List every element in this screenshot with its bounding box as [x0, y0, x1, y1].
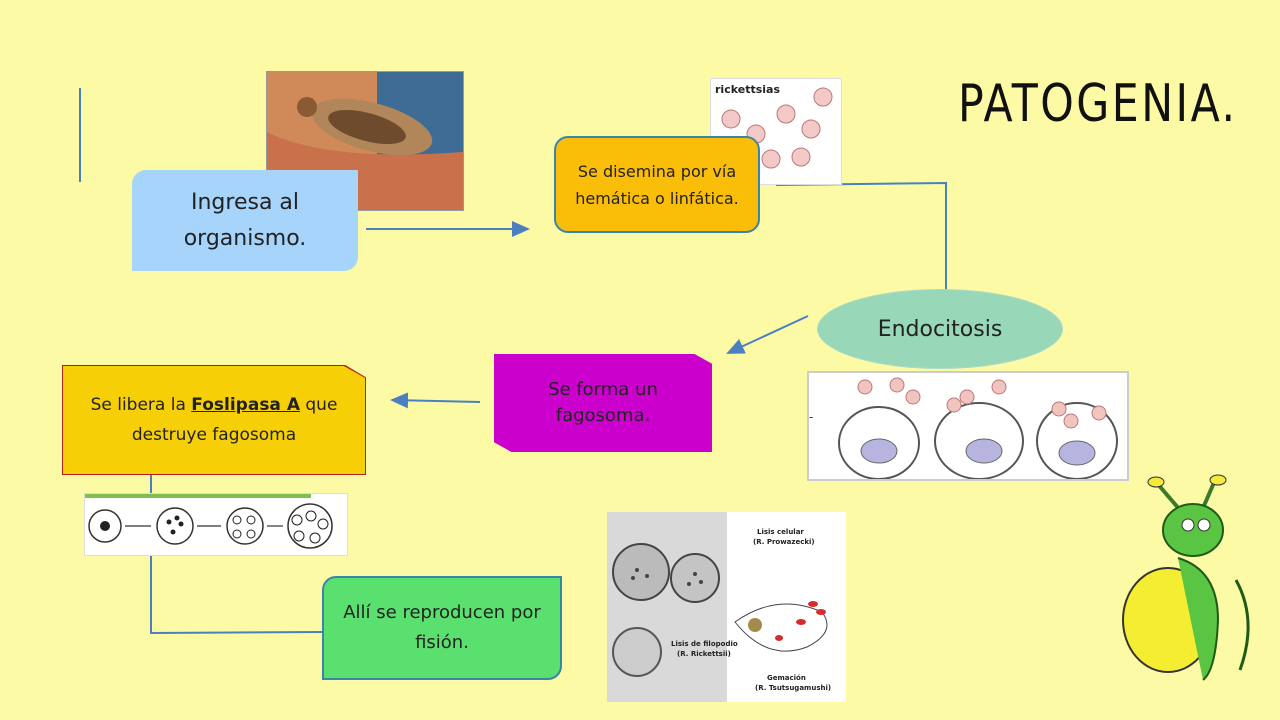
arrow-fagosoma-to-foslipasa [390, 392, 481, 409]
step-fagosoma-box: Se forma un fagosoma. [494, 354, 712, 452]
endocitosis-diagram-image: - [807, 371, 1129, 481]
endocitosis-illustration: - [809, 377, 1118, 479]
step-fagosoma-text: Se forma un fagosoma. [548, 379, 658, 426]
binary-fission-diagram [84, 493, 348, 556]
lisis-filopodio-label: Lisis de filopodio [671, 640, 738, 648]
foslipasa-prefix: Se libera la [90, 395, 192, 415]
connector-division-to-reproducen [150, 554, 323, 635]
lisis-filopodio-species: (R. Rickettsii) [677, 650, 731, 658]
gemacion-label: Gemación [767, 674, 806, 682]
step-ingresa-box: Ingresa al organismo. [132, 170, 358, 271]
step-foslipasa-text: Se libera la Foslipasa A que destruye fa… [69, 390, 359, 450]
cartoon-bug-image [1108, 470, 1268, 690]
step-endocitosis-ellipse: Endocitosis [818, 290, 1062, 368]
step-endocitosis-text: Endocitosis [877, 316, 1003, 342]
louse-illustration [267, 72, 463, 210]
rickettsias-label: rickettsias [715, 83, 780, 96]
lisis-celular-species: (R. Prowazecki) [753, 538, 815, 546]
cartoon-bug-illustration [1122, 474, 1250, 681]
step-ingresa-text: Ingresa al organismo. [183, 189, 307, 251]
foslipasa-term: Foslipasa A [191, 395, 300, 415]
step-reproducen-text: Allí se reproducen por fisión. [343, 602, 541, 653]
foslipasa-suffix: que destruye fagosoma [131, 395, 338, 445]
step-reproducen-box: Allí se reproducen por fisión. [322, 576, 562, 680]
lisis-illustration: Lisis celular (R. Prowazecki) Lisis de f… [607, 512, 831, 702]
svg-text:-: - [809, 410, 813, 424]
connector-disemina-to-endocitosis [775, 181, 947, 290]
lisis-celular-label: Lisis celular [757, 528, 804, 536]
step-foslipasa-box: Se libera la Foslipasa A que destruye fa… [63, 366, 365, 474]
lisis-micrograph: Lisis celular (R. Prowazecki) Lisis de f… [607, 512, 846, 702]
binary-fission-illustration [85, 494, 333, 549]
gemacion-species: (R. Tsutsugamushi) [755, 684, 831, 692]
step-disemina-box: Se disemina por vía hemática o linfática… [554, 136, 760, 233]
arrow-endocitosis-to-fagosoma [726, 315, 809, 354]
slide-title: PATOGENIA. [958, 74, 1238, 134]
title-accent-line [79, 88, 81, 182]
step-disemina-text: Se disemina por vía hemática o linfática… [575, 161, 739, 208]
